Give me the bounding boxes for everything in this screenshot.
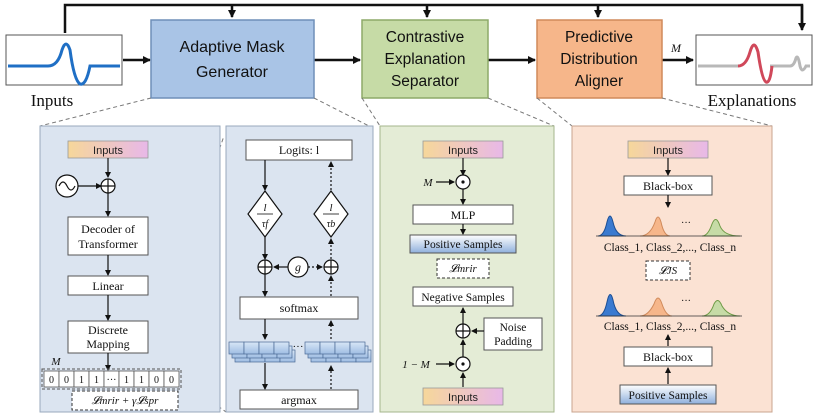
logit-cell <box>273 341 290 355</box>
dist-classn-top-icon <box>701 219 741 237</box>
inputs-label: Inputs <box>31 91 74 110</box>
p4-loss: 𝓛JS <box>659 265 678 277</box>
panel-separator-detail: Inputs M MLP Positive Samples 𝓛mrir Nega… <box>379 125 555 413</box>
mask-cell-value: 1 <box>139 375 144 386</box>
logit-cell <box>334 341 351 355</box>
p4-blackbox-top: Black-box <box>643 179 693 193</box>
inputs-signal: Inputs <box>5 34 123 110</box>
mask-cell-value: 0 <box>49 375 54 386</box>
p2-frac-b-num: l <box>329 202 332 214</box>
p1-discrete-l2: Mapping <box>86 337 129 351</box>
p4-distributions-bottom: ··· <box>596 294 742 317</box>
mask-cell-value: 0 <box>64 375 69 386</box>
p4-classes-top: Class_1, Class_2,..., Class_n <box>604 242 737 254</box>
aligner-line1: Predictive <box>565 29 633 46</box>
logit-cell <box>319 341 336 355</box>
mask-cell-value: 0 <box>169 375 174 386</box>
aligner-line2: Distribution <box>560 51 638 68</box>
mask-cell-value: ··· <box>107 375 117 386</box>
logit-cell <box>349 341 366 355</box>
dist-class2-bottom-icon <box>639 297 673 317</box>
sine-source-icon <box>58 181 76 191</box>
logit-cell <box>304 341 321 355</box>
p1-decoder-l2: Transformer <box>78 237 138 251</box>
p2-frac-f-num: l <box>263 202 266 214</box>
top-m-label: M <box>670 41 682 55</box>
p4-inputs: Inputs <box>653 145 683 157</box>
explanations-signal: Explanations <box>695 34 813 110</box>
top-connector-lines <box>63 3 806 64</box>
dist-class2-top-icon <box>639 216 671 237</box>
p2-cell-rows <box>228 341 372 363</box>
separator-line1: Contrastive <box>386 29 464 46</box>
p2-g: g <box>295 260 301 274</box>
dist-class1-bottom-icon <box>597 294 627 317</box>
p4-positive: Positive Samples <box>629 390 708 402</box>
p2-frac-f-den: τf <box>262 219 270 230</box>
mask-cell-value: 1 <box>79 375 84 386</box>
dist-class1-top-icon <box>597 215 627 237</box>
svg-text:···: ··· <box>681 218 691 229</box>
p4-blackbox-bottom: Black-box <box>643 350 693 364</box>
svg-text:···: ··· <box>681 296 691 307</box>
p1-inputs: Inputs <box>93 145 123 157</box>
separator-line3: Separator <box>391 73 459 90</box>
p3-loss: 𝓛mrir <box>449 263 477 275</box>
mask-cell-value: 0 <box>154 375 159 386</box>
logit-cell <box>228 341 245 355</box>
p3-inputs-top: Inputs <box>448 145 478 157</box>
panel-gumbel-detail: Logits: l l τf l τb g softmax ··· argmax <box>225 125 374 413</box>
aligner-line3: Aligner <box>575 73 623 90</box>
p2-softmax: softmax <box>280 301 319 315</box>
generator-line2: Generator <box>196 64 269 81</box>
p3-one-minus-m: 1 − M <box>402 359 430 371</box>
input-waveform <box>8 42 120 86</box>
p4-classes-bottom: Class_1, Class_2,..., Class_n <box>604 321 737 333</box>
explanations-label: Explanations <box>708 91 797 110</box>
adaptive-mask-generator: Adaptive Mask Generator <box>150 19 315 99</box>
predictive-distribution-aligner: Predictive Distribution Aligner <box>536 19 663 99</box>
dist-classn-bottom-icon <box>701 300 741 317</box>
contrastive-explanation-separator: Contrastive Explanation Separator <box>361 19 489 99</box>
p3-m-label: M <box>422 177 433 189</box>
p1-loss: 𝓛mrir + γ𝓛spr <box>92 395 160 407</box>
p3-inputs-bottom: Inputs <box>448 392 478 404</box>
p2-argmax: argmax <box>281 393 317 407</box>
separator-line2: Explanation <box>384 51 465 68</box>
explanation-waveform-red <box>737 43 774 84</box>
p1-discrete-l1: Discrete <box>88 323 128 337</box>
p3-positive: Positive Samples <box>424 239 503 251</box>
p1-m-label: M <box>50 356 61 368</box>
mask-cell-value: 1 <box>94 375 99 386</box>
mask-cell-value: 1 <box>124 375 129 386</box>
logit-cell <box>243 341 260 355</box>
p3-noise-l2: Padding <box>494 336 532 348</box>
panel-generator-detail: Inputs Decoder of Transformer Linear Dis… <box>39 125 221 413</box>
p2-logits: Logits: l <box>279 143 320 157</box>
mask-outline <box>41 368 182 390</box>
p3-noise-l1: Noise <box>500 322 527 334</box>
p1-decoder-l1: Decoder of <box>81 222 135 236</box>
mask-cell <box>163 370 180 388</box>
p2-dots: ··· <box>293 341 304 353</box>
p4-distributions-top: ··· <box>596 215 742 237</box>
p2-frac-b-den: τb <box>327 219 336 230</box>
p3-negative: Negative Samples <box>421 292 505 304</box>
explanation-waveform-grey <box>698 55 810 72</box>
generator-line1: Adaptive Mask <box>180 39 286 56</box>
panel-aligner-detail: Inputs Black-box ··· Class_1, Class_2,..… <box>571 125 773 413</box>
p3-mlp: MLP <box>451 208 476 222</box>
p1-linear: Linear <box>92 279 123 293</box>
logit-cell <box>258 341 275 355</box>
